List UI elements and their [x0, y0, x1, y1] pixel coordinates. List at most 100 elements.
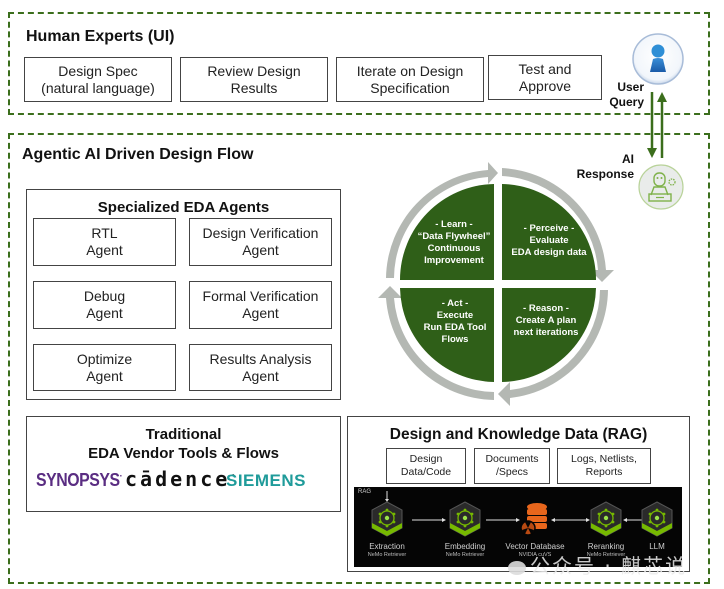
label-line: User [617, 80, 644, 94]
rag-node-sub: NeMo Retriever [586, 552, 626, 558]
rag-node-sub: NVIDIA cuVS [518, 552, 552, 558]
box-line: RTL [91, 225, 118, 241]
logo-text: SYNOPSYS [36, 470, 120, 490]
optimize-agent-box[interactable]: Optimize Agent [33, 344, 176, 391]
review-design-results-box[interactable]: Review Design Results [180, 57, 328, 102]
query-response-arrows [647, 92, 667, 158]
text-line: Flows [441, 334, 469, 345]
human-experts-section [8, 12, 710, 115]
box-line: Optimize [76, 350, 133, 367]
label-line: AI [622, 152, 634, 166]
cycle-arrow-reason [498, 290, 608, 406]
text-line: Create A plan [515, 315, 577, 326]
box-line: Agent [242, 242, 279, 258]
iterate-design-spec-box[interactable]: Iterate on Design Specification [336, 57, 484, 102]
synopsys-logo: SYNOPSYS· [36, 470, 123, 491]
ai-response-label: AI Response [560, 152, 634, 182]
rag-connectors [385, 491, 646, 522]
text-line: Evaluate [529, 235, 569, 246]
box-line: Iterate on Design [356, 62, 464, 79]
rag-node-name: Embedding [444, 542, 486, 551]
box-line: Design Spec [58, 62, 138, 79]
box-line: Design [409, 453, 443, 465]
box-line: Review Design [207, 62, 301, 79]
logo-mark: · [230, 470, 240, 482]
box-line: Agent [86, 305, 123, 321]
label-line: Response [576, 167, 634, 181]
rag-node-extraction: Extraction NeMo Retriever [352, 501, 422, 559]
design-verification-agent-box[interactable]: Design Verification Agent [189, 218, 332, 266]
text-line: Execute [436, 310, 474, 321]
box-line: Results Analysis [209, 350, 312, 367]
title-line: EDA Vendor Tools & Flows [88, 445, 279, 462]
user-query-label: User Query [596, 80, 644, 110]
text-line: EDA design data [511, 247, 587, 258]
design-spec-box[interactable]: Design Spec (natural language) [24, 57, 172, 102]
box-line: Logs, Netlists, [571, 453, 637, 465]
logs-netlists-reports-box[interactable]: Logs, Netlists, Reports [557, 448, 651, 484]
quadrant-learn [400, 184, 494, 280]
cycle-arrow-act [378, 286, 494, 400]
text-line: - Reason - [523, 303, 569, 314]
rag-node-sub: NeMo Retriever [445, 552, 485, 558]
rag-node-name: LLM [649, 542, 665, 551]
nemo-cube-icon [641, 501, 673, 537]
box-line: Results [230, 79, 278, 96]
quadrant-act [400, 288, 494, 382]
box-line: Agent [242, 305, 279, 321]
box-line: Design Verification [202, 225, 319, 241]
agentic-flow-section [8, 133, 710, 584]
rag-node-reranking: Reranking NeMo Retriever [571, 501, 641, 559]
rag-title: Design and Knowledge Data (RAG) [389, 426, 648, 443]
watermark-text: 公众号 · 麒芯说 [530, 554, 688, 578]
agentic-flow-title: Agentic AI Driven Design Flow [22, 146, 254, 163]
siemens-logo: SIEMENS [226, 471, 306, 491]
documents-specs-box[interactable]: Documents /Specs [474, 448, 550, 484]
text-line: next iterations [513, 327, 579, 338]
quadrant-perceive-text: - Perceive - Evaluate EDA design data [504, 223, 594, 259]
rag-node-llm: LLM [622, 501, 692, 552]
design-data-code-box[interactable]: Design Data/Code [386, 448, 466, 484]
watermark: 公众号 · 麒芯说 [508, 550, 687, 579]
box-line: (natural language) [41, 79, 155, 96]
box-line: Formal Verification [202, 288, 319, 304]
text-line: - Learn - [435, 219, 473, 230]
formal-verification-agent-box[interactable]: Formal Verification Agent [189, 281, 332, 329]
label-line: Query [609, 95, 644, 109]
box-line: Specification [370, 79, 450, 96]
box-line: /Specs [495, 466, 529, 478]
rag-node-embedding: Embedding NeMo Retriever [430, 501, 500, 559]
cadence-logo: cādence· [125, 467, 239, 491]
debug-agent-box[interactable]: Debug Agent [33, 281, 176, 329]
text-line: Improvement [424, 255, 484, 266]
rtl-agent-box[interactable]: RTL Agent [33, 218, 176, 266]
text-line: Continuous [427, 243, 481, 254]
ai-agent-robot-icon [637, 163, 685, 211]
database-icon [520, 503, 547, 536]
quadrant-act-text: - Act - Execute Run EDA Tool Flows [413, 298, 497, 346]
box-line: Approve [518, 77, 572, 94]
test-and-approve-box[interactable]: Test and Approve [488, 55, 602, 100]
traditional-eda-title: Traditional EDA Vendor Tools & Flows [27, 425, 340, 463]
user-avatar-icon [631, 32, 685, 86]
traditional-eda-panel: Traditional EDA Vendor Tools & Flows [26, 416, 341, 512]
quadrant-reason-text: - Reason - Create A plan next iterations [504, 303, 588, 339]
nemo-cube-icon [449, 501, 481, 537]
specialized-agents-title: Specialized EDA Agents [97, 199, 270, 216]
quadrant-reason [502, 288, 596, 382]
results-analysis-agent-box[interactable]: Results Analysis Agent [189, 344, 332, 391]
box-line: Agent [242, 367, 279, 384]
rag-label: RAG [358, 489, 372, 495]
rag-node-vector-database: Vector Database NVIDIA cuVS [500, 501, 570, 559]
quadrant-perceive [502, 184, 596, 280]
box-line: Documents [485, 453, 539, 465]
cycle-arrow-learn [386, 162, 498, 278]
rag-pipeline: RAG Extraction NeMo Retriever Emb [354, 487, 682, 567]
text-line: - Act - [441, 298, 469, 309]
box-line: Agent [86, 367, 123, 384]
rag-node-sub: NeMo Retriever [367, 552, 407, 558]
nemo-cube-icon [371, 501, 403, 537]
text-line: “Data Flywheel” [417, 231, 491, 242]
box-line: Data/Code [400, 466, 452, 478]
logo-text: cādence [125, 467, 231, 491]
